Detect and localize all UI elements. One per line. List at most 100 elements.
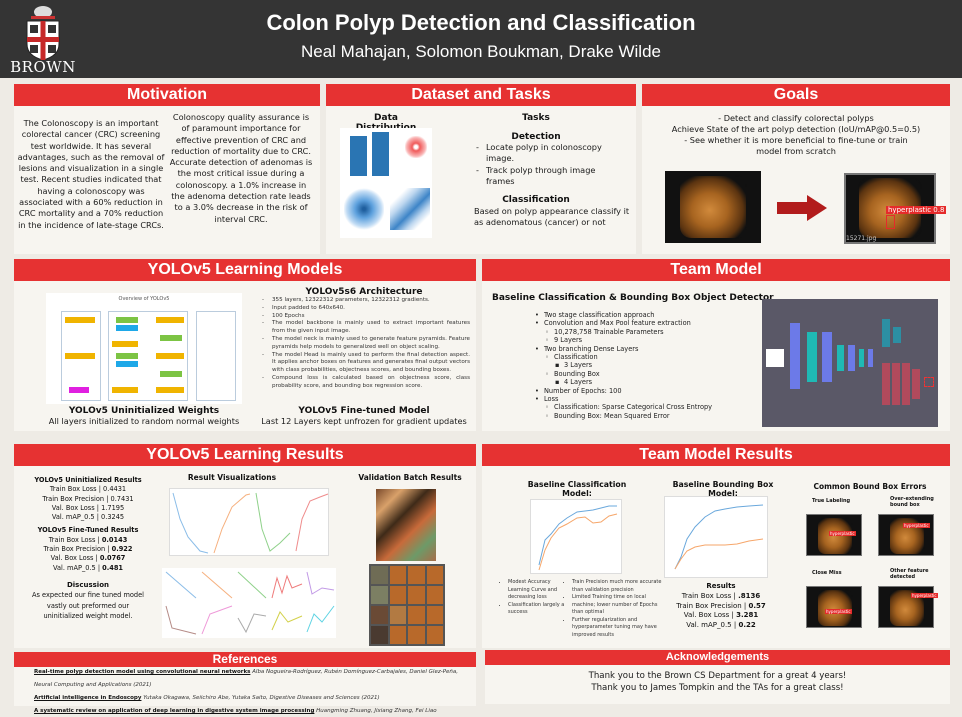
metric-label: Val. Box Loss (50, 554, 94, 563)
section-header: Acknowledgements (485, 650, 950, 665)
metric-row: Train Box Precision | 0.922 (43, 545, 133, 554)
bullet-icon: • (535, 344, 539, 353)
reference-title-link[interactable]: Artificial intelligence in Endoscopy (34, 695, 142, 701)
validation-batch-grid (369, 564, 445, 646)
error-image-true-labeling: hyperplastic (806, 514, 862, 556)
team-model-list-item: ◦9 Layers (545, 336, 583, 345)
reference-title-link[interactable]: A systematic review on application of de… (34, 708, 315, 714)
metric-row: Train Box Loss | 0.0143 (48, 535, 128, 544)
detection-item: Locate polyp in colonoscopy image. (476, 142, 626, 165)
detection-bbox (886, 215, 895, 229)
motivation-text-1: The Colonoscopy is an important colorect… (17, 118, 165, 230)
accuracy-curve-plot (538, 505, 618, 571)
metric-label: Val. mAP_0.5 (51, 513, 95, 522)
team-model-list-item: •Loss (535, 395, 559, 404)
detection-label-tag: hyperplastic 0.8 (886, 206, 947, 214)
ack-line-2: Thank you to James Tompkin and the TAs f… (591, 683, 844, 693)
metric-value: 0.4431 (103, 485, 127, 494)
reference-authors: Huangming Zhuang, Jixiang Zhang, Fei Lia… (314, 708, 437, 714)
reference-authors: Yutaka Okagawa, Seiichiro Abe, Yutaka Sa… (141, 695, 380, 701)
yolo-models-panel: YOLOv5 Learning Models Overview of YOLOv… (14, 259, 476, 431)
goal-3: - See whether it is more beneficial to f… (684, 135, 908, 157)
arch-item: The model Head is mainly used to perform… (262, 352, 470, 375)
finetuned-title: YOLOv5 Fine-tuned Model (298, 406, 430, 416)
poster-title: Colon Polyp Detection and Classification (266, 10, 696, 35)
ack-line-1: Thank you to the Brown CS Department for… (588, 671, 847, 681)
metric-label: Train Box Loss (681, 591, 732, 600)
metric-row: Val. mAP_0.5 | 0.481 (52, 563, 124, 572)
bullet-icon: ◦ (545, 411, 549, 420)
team-model-list-item: ◦Bounding Box: Mean Squared Error (545, 411, 670, 420)
bullet-icon: ◦ (545, 353, 549, 362)
architecture-list: 355 layers, 12322312 parameters, 1232231… (262, 297, 470, 391)
goal-1: - Detect and classify colorectal polyps (718, 113, 874, 123)
poster-header: BROWN Colon Polyp Detection and Classifi… (0, 0, 962, 78)
class-model-title: Baseline Classification Model: (527, 480, 627, 498)
validation-batch-title: Validation Batch Results (358, 473, 462, 482)
metric-row: Train Box Loss | .8136 (681, 591, 761, 600)
tasks-label: Tasks (522, 113, 550, 123)
team-model-list-item: ◦10,278,758 Trainable Parameters (545, 327, 664, 336)
metric-value: 0.0143 (101, 535, 128, 544)
metric-row: Val. Box Loss | 3.281 (683, 611, 759, 620)
bullet-icon: ◦ (545, 336, 549, 345)
bullet-icon: ◦ (545, 327, 549, 336)
metric-row: Val. Box Loss | 1.7195 (51, 503, 125, 512)
motivation-text-2: Colonoscopy quality assurance is of para… (169, 112, 313, 224)
team-model-subtitle: Baseline Classification & Bounding Box O… (492, 293, 774, 303)
classification-accuracy-chart (530, 499, 622, 574)
reference-authors: Alba Nogueira-Rodríguez, Rubén Domínguez… (34, 669, 459, 688)
metric-label: Train Box Loss (49, 485, 97, 494)
metric-row: Train Box Precision | 0.7431 (42, 494, 134, 503)
metric-label: Val. Box Loss (51, 503, 95, 512)
metric-value: .8136 (738, 591, 761, 600)
error-label: Close Miss (812, 570, 842, 576)
metric-value: 0.57 (748, 601, 766, 610)
team-model-panel: Team Model Baseline Classification & Bou… (482, 259, 950, 431)
classification-label: Classification (502, 195, 570, 205)
reference-title-link[interactable]: Real-time polyp detection model using co… (34, 669, 251, 675)
poster-authors: Neal Mahajan, Solomon Boukman, Drake Wil… (300, 42, 661, 61)
team-model-list: •Two stage classification approach•Convo… (534, 311, 764, 420)
error-image-close-miss: hyperplastic (806, 586, 862, 628)
metric-label: Train Box Precision (676, 601, 742, 610)
class-note: Modest Accuracy Learning Curve and decre… (508, 579, 568, 602)
image-filename: 15271.jpg (846, 235, 877, 242)
team-model-list-item: ◦Bounding Box (545, 369, 600, 378)
bbox-precision-chart (664, 496, 768, 578)
bbox-note: Train Precision much more accurate than … (572, 579, 668, 594)
acknowledgements-panel: Acknowledgements Thank you to the Brown … (485, 650, 950, 704)
bullet-icon: • (535, 386, 539, 395)
yolov5-architecture-diagram: Overview of YOLOv5 (46, 293, 242, 404)
metric-label: Train Box Loss (48, 535, 96, 544)
references-list: Real-time polyp detection model using co… (34, 666, 474, 717)
metric-value: 0.22 (738, 621, 756, 630)
metric-label: Val. mAP_0.5 (52, 563, 96, 572)
section-header: Motivation (14, 84, 320, 106)
finetuned-text: Last 12 Layers kept unfrozen for gradien… (261, 416, 467, 426)
team-model-list-item: •Convolution and Max Pool feature extrac… (535, 319, 691, 328)
motivation-panel: Motivation The Colonoscopy is an importa… (14, 84, 320, 254)
arch-item: 100 Epochs (262, 313, 470, 321)
bullet-icon: ◦ (545, 403, 549, 412)
reference-item: A systematic review on application of de… (34, 705, 474, 717)
metric-row: Train Box Precision | 0.57 (676, 601, 766, 610)
training-curves-plot (172, 492, 329, 554)
discussion-text: As expected our fine tuned model vastly … (32, 591, 144, 621)
metric-value: 0.3245 (101, 513, 125, 522)
metric-label: Val. mAP_0.5 (686, 621, 732, 630)
bbox-notes: Train Precision much more accurate than … (572, 579, 668, 639)
architecture-title: YOLOv5s6 Architecture (305, 287, 423, 297)
metric-value: 0.922 (111, 545, 133, 554)
input-colonoscopy-image (665, 171, 761, 243)
discussion-title: Discussion (66, 580, 110, 589)
team-model-architecture-diagram (762, 299, 938, 427)
goals-panel: Goals - Detect and classify colorectal p… (642, 84, 950, 254)
brown-logo: BROWN (8, 2, 78, 78)
logo-text: BROWN (10, 58, 76, 76)
result-visualization-curves-bottom (162, 568, 336, 638)
yolo-results-metrics: YOLOv5 Uninitialized Results Train Box L… (14, 476, 162, 622)
error-label: Over-extending bound box (890, 496, 934, 508)
error-label: Other feature detected (890, 568, 929, 580)
yolo-results-panel: YOLOv5 Learning Results YOLOv5 Uninitial… (14, 444, 476, 648)
